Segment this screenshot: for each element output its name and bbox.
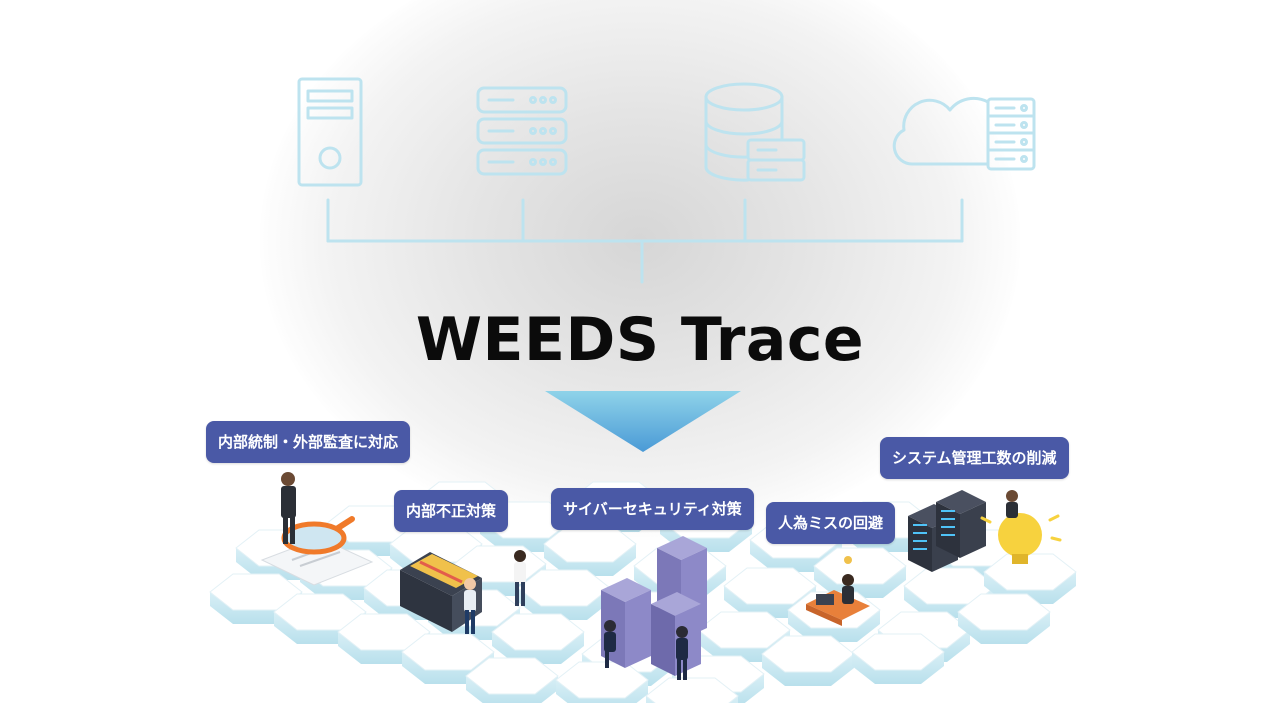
hex-tile-top — [645, 677, 739, 703]
label-human-error: 人為ミスの回避 — [766, 502, 896, 544]
hex-tile-side — [958, 612, 1050, 644]
hex-tile-top — [851, 633, 945, 671]
hex-tile-side — [762, 654, 854, 686]
lightbulb-idea-illustration — [980, 490, 1062, 564]
cloud-server-icon — [892, 96, 1036, 171]
pc-tower-icon — [297, 77, 363, 187]
hex-tile-top — [465, 657, 559, 695]
hex-tile-top — [209, 573, 303, 611]
label-internal-control: 内部統制・外部監査に対応 — [206, 421, 411, 463]
hex-tile-top — [491, 613, 585, 651]
connector-lines — [326, 198, 964, 284]
label-cyber-security: サイバーセキュリティ対策 — [551, 488, 754, 530]
hex-tile-side — [466, 676, 558, 703]
hex-tile-top — [337, 613, 431, 651]
down-arrow-icon — [545, 391, 741, 452]
database-icon — [704, 82, 806, 182]
hex-tile-side — [492, 632, 584, 664]
businessman-standing-illustration — [281, 472, 296, 544]
hex-tile-top — [697, 611, 791, 649]
hex-tile-side — [852, 652, 944, 684]
hex-tile-top — [723, 567, 817, 605]
product-title: WEEDS Trace — [415, 305, 865, 375]
hex-tile-top — [983, 553, 1077, 591]
hex-tile-top — [813, 547, 907, 585]
hex-tile-side — [788, 610, 880, 642]
server-racks-illustration — [908, 490, 986, 572]
hex-tile-side — [518, 588, 610, 620]
worker-at-cabinet-illustration — [464, 578, 476, 634]
label-internal-fraud: 内部不正対策 — [394, 490, 509, 532]
hex-tile-side — [814, 566, 906, 598]
label-system-admin: システム管理工数の削減 — [880, 437, 1069, 479]
hex-tile-top — [273, 593, 367, 631]
security-guard-illustration — [604, 620, 688, 680]
photographer-illustration — [514, 550, 526, 606]
hex-tile-top — [555, 661, 649, 699]
desk-worker-illustration — [806, 556, 870, 626]
server-rack-icon — [476, 86, 568, 176]
hex-tile-top — [401, 633, 495, 671]
hex-tile-top — [957, 593, 1051, 631]
hex-tile-side — [544, 544, 636, 576]
